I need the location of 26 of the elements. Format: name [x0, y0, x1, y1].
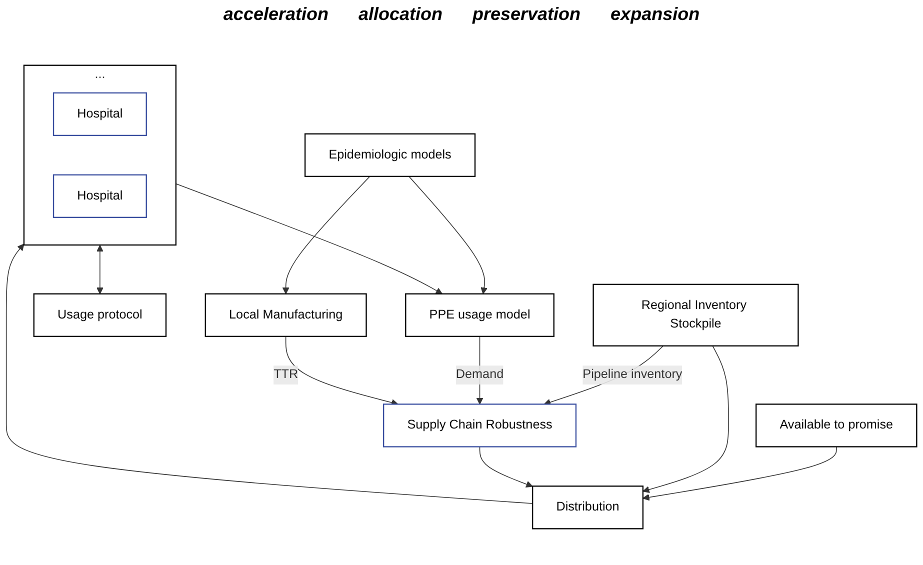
node-box: Local Manufacturing [204, 293, 367, 337]
arrow [282, 176, 370, 294]
arrow [642, 345, 729, 493]
arrow [642, 446, 837, 501]
arrow [479, 446, 533, 488]
node-box: PPE usage model [405, 293, 554, 337]
node-box: Hospital [52, 92, 147, 136]
node-box: Regional Inventory Stockpile [592, 284, 799, 346]
category-label: allocation [358, 4, 442, 25]
edge-label: TTR [274, 368, 298, 382]
arrow [176, 183, 442, 294]
edge-label: Pipeline inventory [582, 368, 682, 382]
arrow [285, 336, 398, 406]
edge-label: Demand [456, 368, 504, 382]
arrow [96, 244, 104, 294]
node-box: Distribution [532, 486, 644, 530]
arrow [408, 176, 488, 294]
arrow [6, 244, 533, 504]
node-box: Available to promise [756, 404, 918, 448]
category-label: expansion [610, 4, 700, 25]
node-box: Supply Chain Robustness [382, 404, 577, 448]
category-label: acceleration [223, 4, 328, 25]
node-box: Epidemiologic models [304, 133, 476, 177]
node-box: Hospital [52, 174, 147, 218]
category-label: preservation [472, 4, 581, 25]
node-box: Usage protocol [33, 293, 167, 337]
